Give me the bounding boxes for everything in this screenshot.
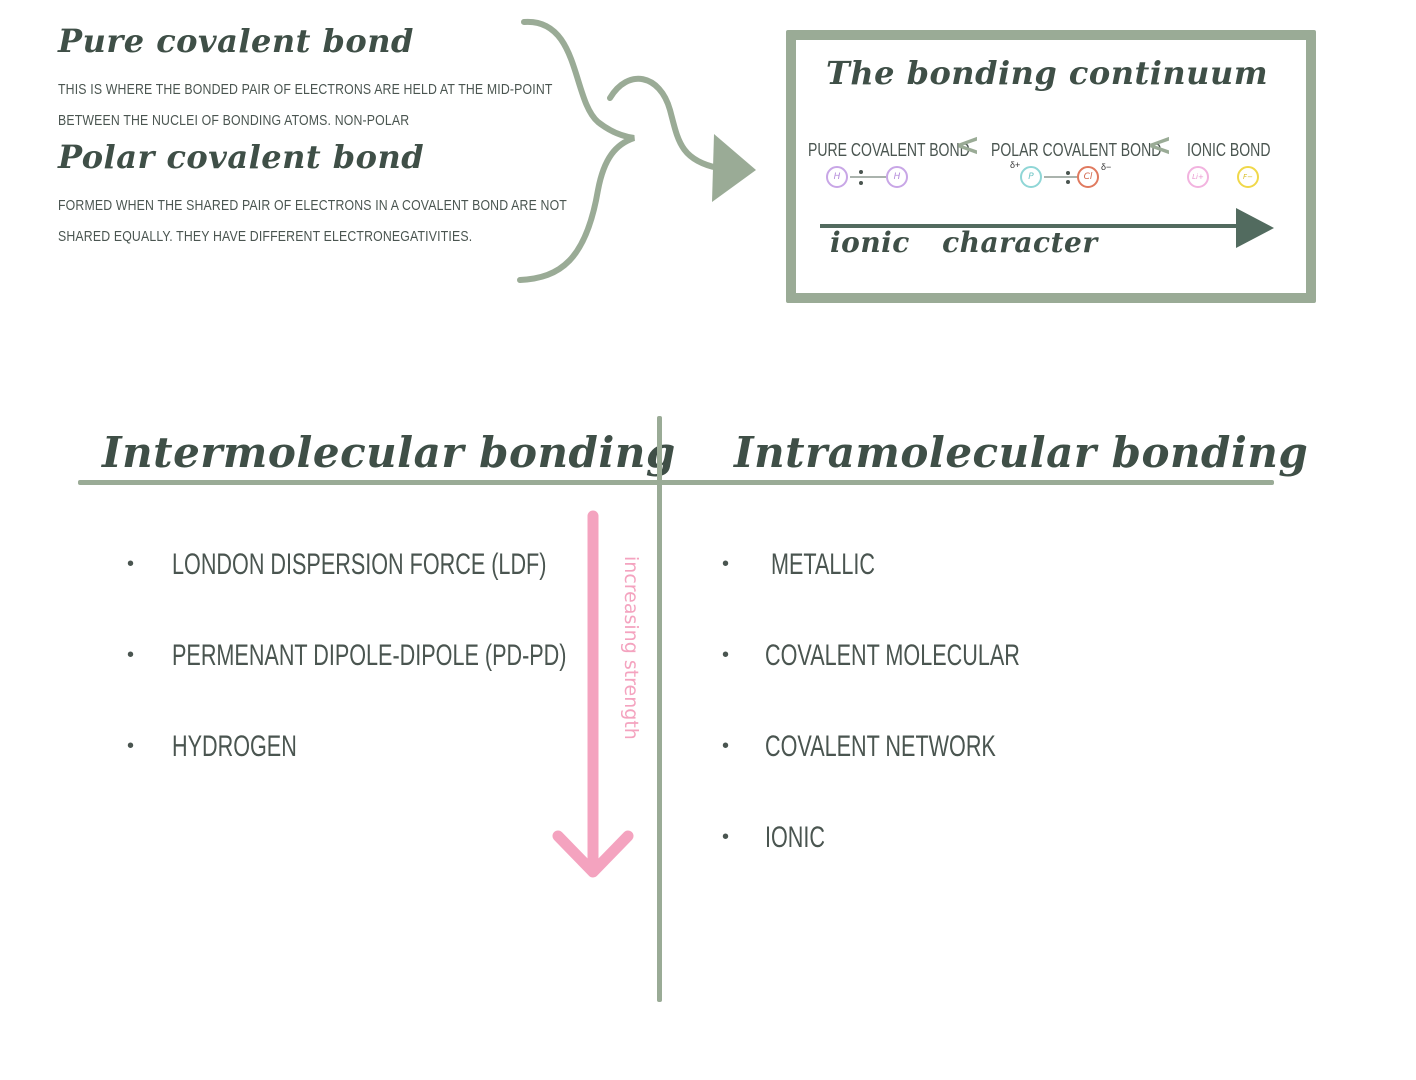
hydrogen-atom-1: H: [826, 166, 848, 188]
polar-covalent-title: Polar covalent bond: [58, 138, 425, 176]
delta-minus: δ−: [1101, 162, 1112, 172]
intermolecular-heading: Intermolecular bonding: [102, 428, 676, 477]
bullet: •: [722, 553, 730, 575]
bonding-continuum-box: [786, 30, 1316, 303]
lithium-ion: Li+: [1187, 166, 1209, 188]
list-item: LONDON DISPERSION FORCE (LDF): [172, 548, 547, 581]
pure-covalent-definition: THIS IS WHERE THE BONDED PAIR OF ELECTRO…: [58, 74, 553, 136]
pure-covalent-title: Pure covalent bond: [58, 22, 414, 60]
list-item: HYDROGEN: [172, 730, 297, 763]
brace-arrow-decoration: [517, 18, 756, 283]
t-chart-horizontal-line: [78, 480, 1274, 485]
electron-dot: [1066, 171, 1070, 175]
wavy-arrow-shaft: [607, 75, 721, 171]
increasing-strength-label: increasing strength: [620, 556, 642, 740]
bullet: •: [722, 826, 730, 848]
hh-bond-line: [850, 176, 886, 178]
delta-plus: δ+: [1010, 160, 1021, 170]
polar-definition-line-1: FORMED WHEN THE SHARED PAIR OF ELECTRONS…: [58, 197, 567, 214]
curly-brace: [517, 18, 636, 283]
fluoride-ion: F−: [1237, 166, 1259, 188]
continuum-title: The bonding continuum: [826, 54, 1269, 92]
list-item: COVALENT MOLECULAR: [765, 639, 1020, 672]
pure-definition-line-1: THIS IS WHERE THE BONDED PAIR OF ELECTRO…: [58, 81, 553, 98]
bullet: •: [722, 735, 730, 757]
wavy-arrow-head: [712, 134, 756, 202]
pcl-bond-line: [1044, 176, 1078, 178]
bullet: •: [127, 644, 135, 666]
ionic-bond-label: IONIC BOND: [1187, 140, 1271, 160]
intramolecular-heading: Intramolecular bonding: [734, 428, 1309, 477]
bullet: •: [127, 553, 135, 575]
strength-arrow-head: [552, 830, 634, 878]
list-item: PERMENANT DIPOLE-DIPOLE (PD-PD): [172, 639, 567, 672]
hydrogen-atom-2: H: [886, 166, 908, 188]
strength-arrow: [552, 510, 634, 878]
pure-covalent-label: PURE COVALENT BOND: [808, 140, 970, 160]
ionic-character-arrow: [820, 208, 1274, 248]
less-than-1: <: [955, 128, 981, 163]
ionic-character-label: ionic character: [830, 226, 1098, 259]
polar-covalent-definition: FORMED WHEN THE SHARED PAIR OF ELECTRONS…: [58, 190, 567, 252]
bullet: •: [722, 644, 730, 666]
pure-definition-line-2: BETWEEN THE NUCLEI OF BONDING ATOMS. NON…: [58, 112, 410, 129]
list-item: METALLIC: [771, 548, 876, 581]
t-chart-vertical-line: [657, 416, 662, 1002]
list-item: IONIC: [765, 821, 826, 854]
less-than-2: <: [1147, 128, 1173, 163]
polar-covalent-label: POLAR COVALENT BOND: [991, 140, 1162, 160]
bullet: •: [127, 735, 135, 757]
chlorine-atom: Cl: [1077, 166, 1099, 188]
electron-dot: [859, 170, 863, 174]
polar-definition-line-2: SHARED EQUALLY. THEY HAVE DIFFERENT ELEC…: [58, 228, 473, 245]
electron-dot: [859, 181, 863, 185]
list-item: COVALENT NETWORK: [765, 730, 996, 763]
electron-dot: [1066, 180, 1070, 184]
ionic-arrow-head: [1236, 208, 1274, 248]
phosphorus-atom: P: [1020, 166, 1042, 188]
